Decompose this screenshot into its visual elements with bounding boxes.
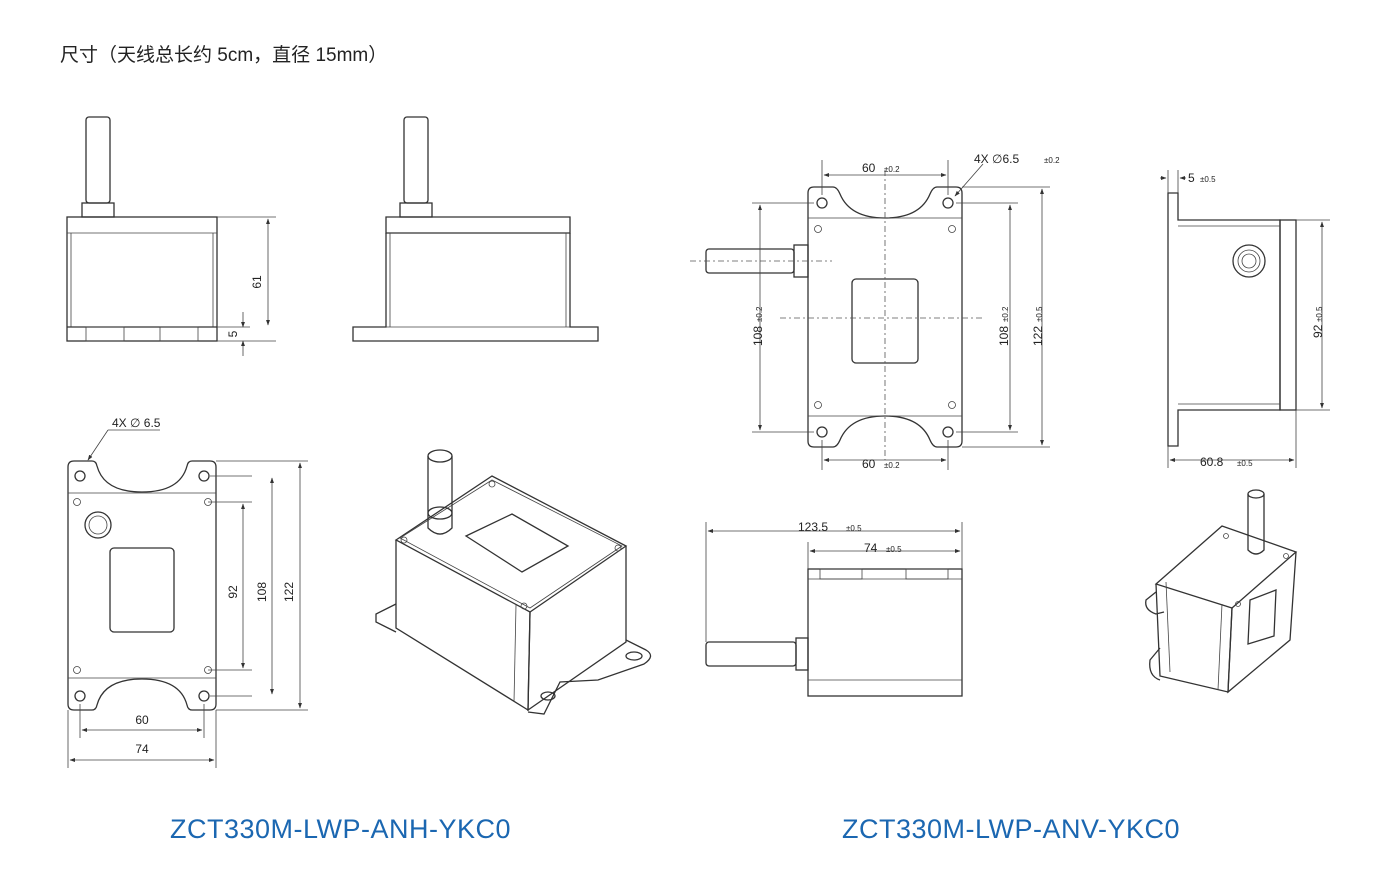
right-front-body-tol: ±0.5: [886, 545, 902, 554]
left-outer-height-label: 108: [255, 582, 269, 602]
right-side-width-tol: ±0.5: [1237, 459, 1253, 468]
right-inner-height-tol: ±0.2: [1001, 306, 1010, 322]
right-top-spacing-tol: ±0.2: [884, 165, 900, 174]
right-front-view: [705, 522, 963, 697]
left-side-height-label: 61: [250, 275, 264, 289]
right-left-height-tol: ±0.2: [755, 306, 764, 322]
left-hole-callout: 4X ∅ 6.5: [112, 416, 161, 430]
left-hole-spacing-h-label: 92: [226, 585, 240, 599]
right-side-flange-label: 5: [1188, 171, 1195, 185]
left-base-height-label: 5: [226, 330, 240, 337]
model-name-anv: ZCT330M-LWP-ANV-YKC0: [842, 814, 1181, 844]
right-isometric-view: [1145, 489, 1298, 694]
model-name-anh: ZCT330M-LWP-ANH-YKC0: [170, 814, 512, 844]
right-top-spacing-label: 60: [862, 161, 876, 175]
right-side-width-label: 60.8: [1200, 455, 1224, 469]
right-bottom-spacing-tol: ±0.2: [884, 461, 900, 470]
right-front-overall-label: 123.5: [798, 520, 828, 534]
right-hole-callout-tol: ±0.2: [1044, 156, 1060, 165]
right-side-flange-tol: ±0.5: [1200, 175, 1216, 184]
right-overall-height-label: 122: [1031, 326, 1045, 346]
right-side-height-label: 92: [1311, 324, 1325, 338]
right-top-view: [690, 160, 1050, 470]
right-overall-height-tol: ±0.5: [1035, 306, 1044, 322]
right-front-body-label: 74: [864, 541, 878, 555]
left-front-view: [66, 116, 276, 356]
right-side-view: [1160, 170, 1330, 468]
left-overall-height-label: 122: [282, 582, 296, 602]
dimensions-heading: 尺寸（天线总长约 5cm，直径 15mm）: [60, 45, 388, 66]
right-inner-height-label: 108: [997, 326, 1011, 346]
right-front-overall-tol: ±0.5: [846, 524, 862, 533]
right-bottom-spacing-label: 60: [862, 457, 876, 471]
right-left-height-label: 108: [751, 326, 765, 346]
left-isometric-view: [375, 449, 652, 715]
right-side-height-tol: ±0.5: [1315, 306, 1324, 322]
left-top-view: [67, 429, 308, 768]
left-hole-spacing-w-label: 60: [135, 713, 149, 727]
left-overall-width-label: 74: [135, 742, 149, 756]
left-side-view: [352, 116, 599, 342]
right-hole-callout: 4X ∅6.5: [974, 152, 1019, 166]
